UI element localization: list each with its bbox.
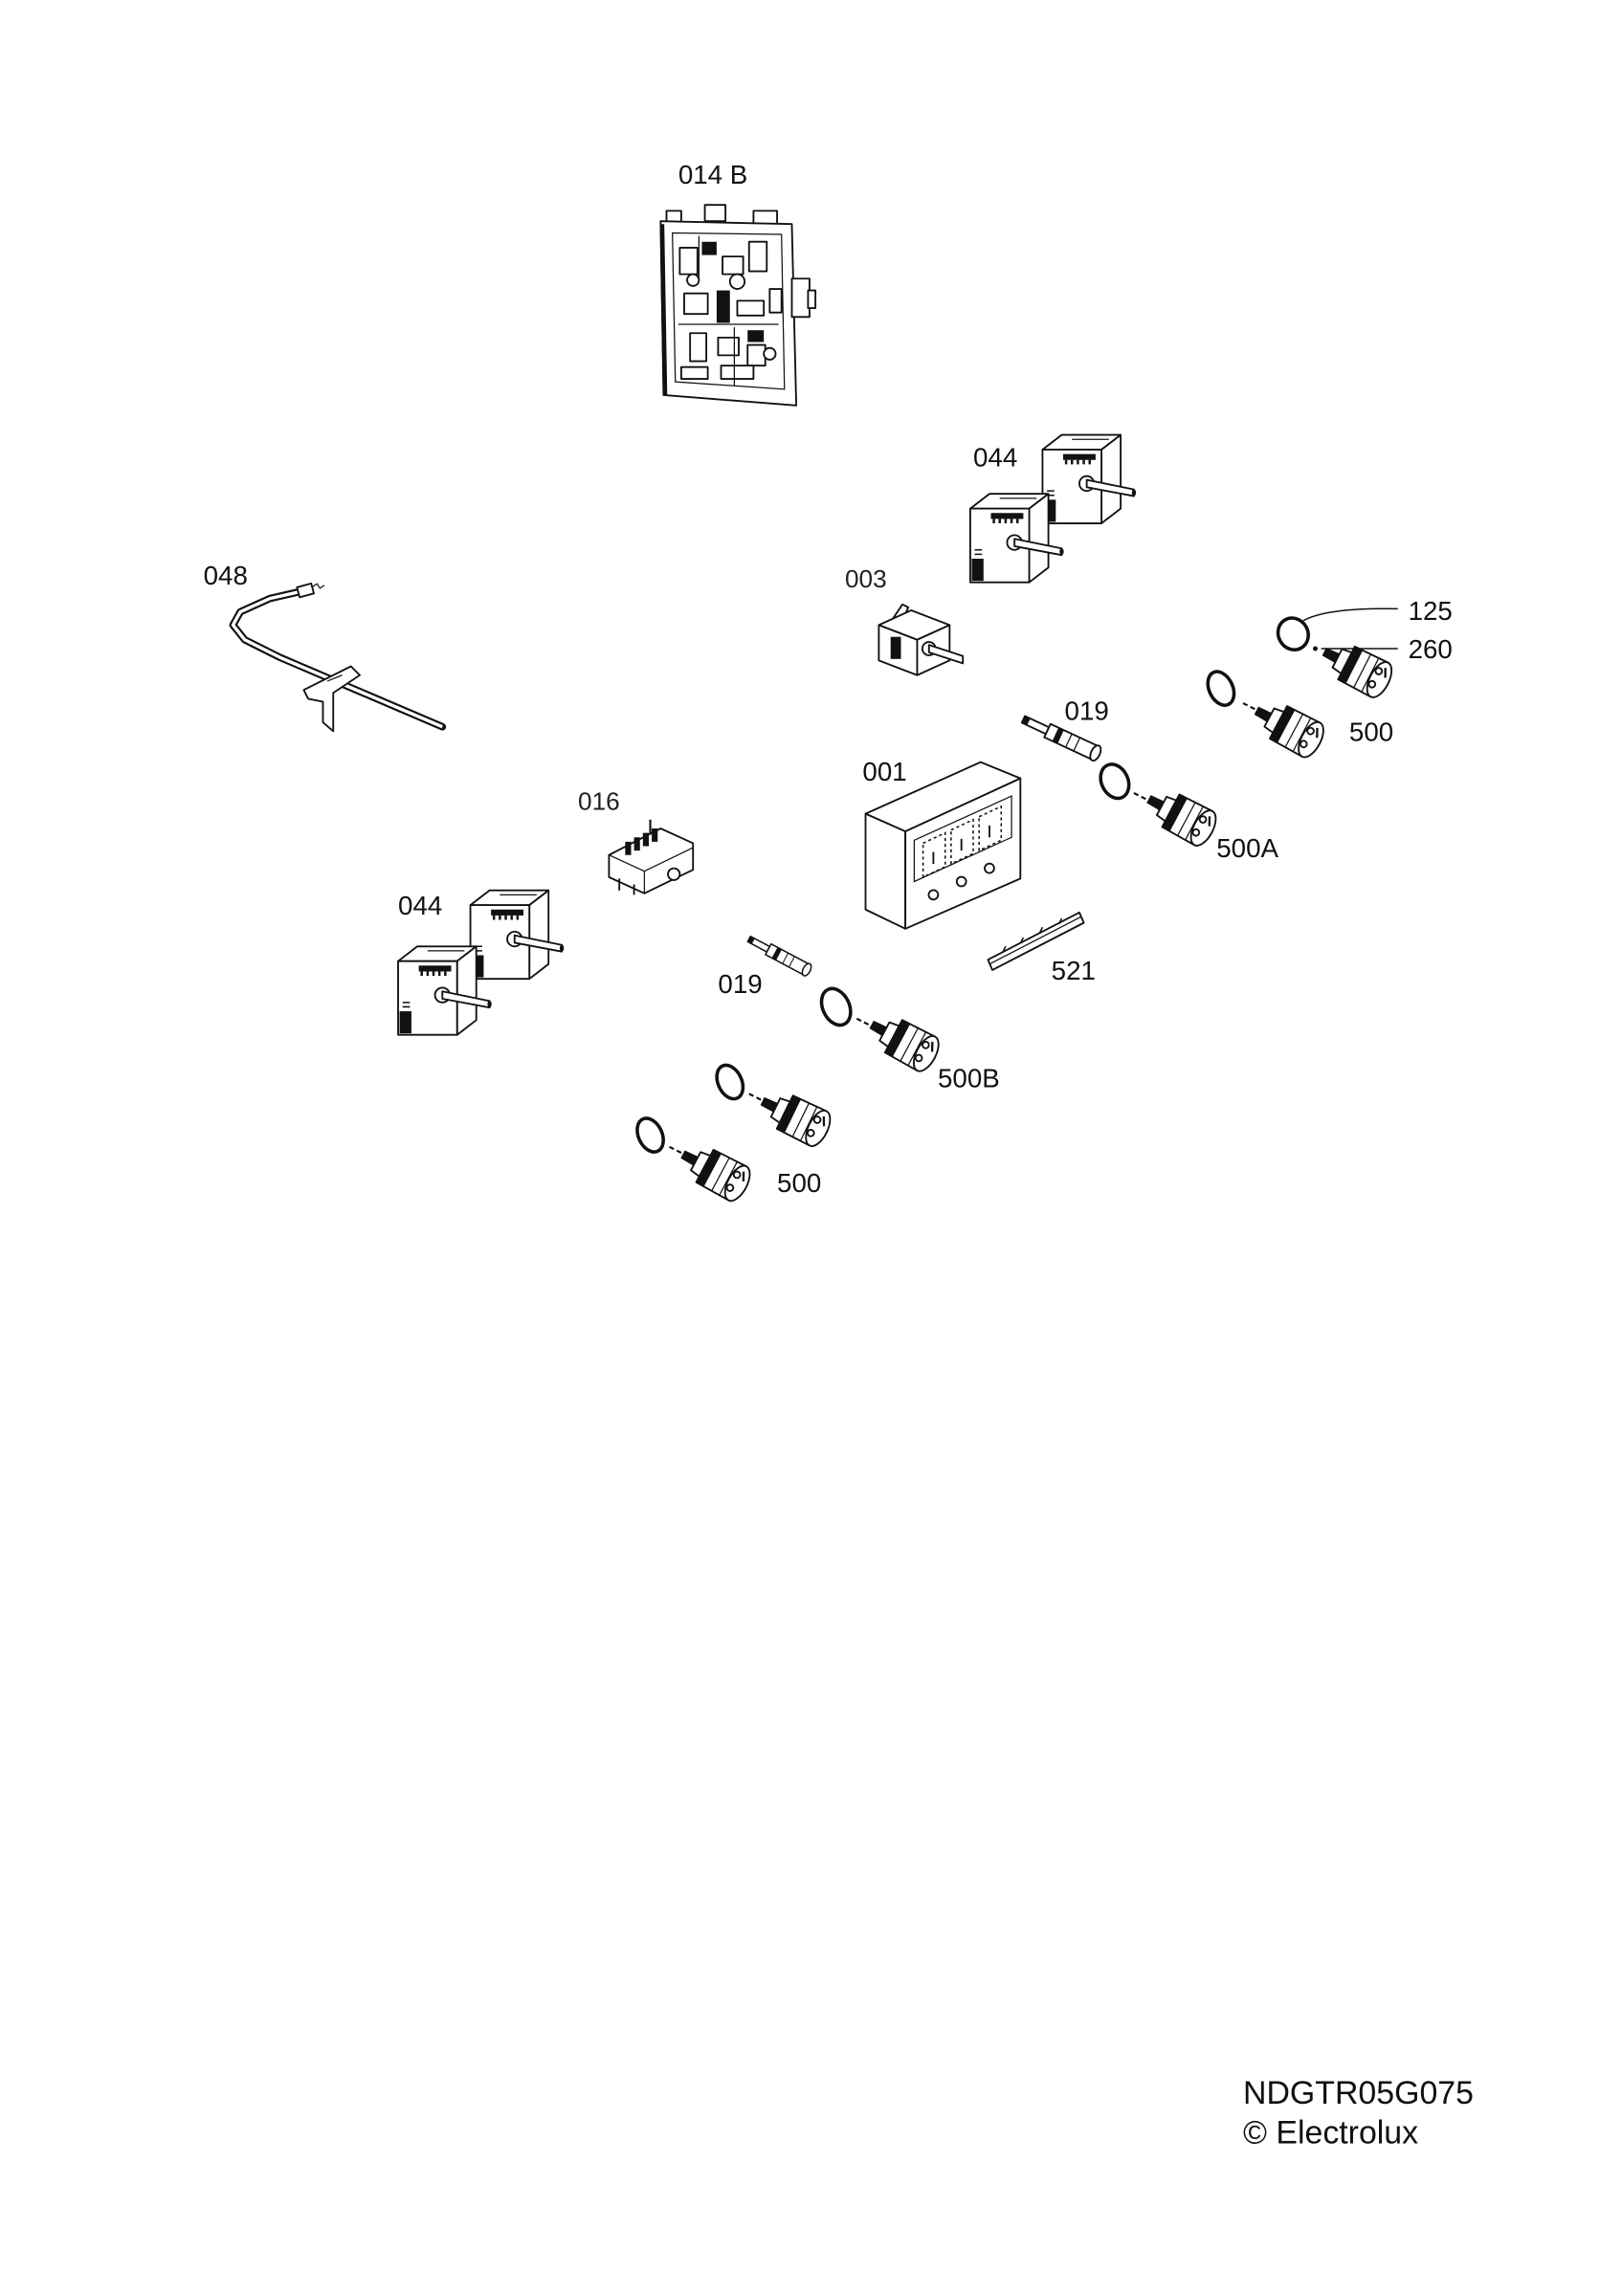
knob-500-upper xyxy=(1246,692,1330,762)
part-003 xyxy=(878,603,965,676)
knob-middle-lower xyxy=(752,1082,836,1151)
label-048: 048 xyxy=(204,561,248,590)
label-019-lower: 019 xyxy=(718,969,762,999)
part-014b xyxy=(659,204,817,407)
ring-middle-lower xyxy=(715,1063,745,1101)
label-125: 125 xyxy=(1409,596,1453,626)
leader-125 xyxy=(1302,607,1398,622)
switch-044-lower-rear xyxy=(469,889,566,981)
knob-500b xyxy=(861,1006,945,1076)
dash-middle-lower xyxy=(748,1093,762,1101)
label-521: 521 xyxy=(1052,956,1096,985)
knob-500-lower xyxy=(672,1136,756,1206)
dash-500-upper xyxy=(1242,702,1255,711)
knob-500a xyxy=(1138,781,1222,851)
part-521 xyxy=(987,911,1085,971)
part-260 xyxy=(1313,646,1318,651)
label-014b: 014 B xyxy=(678,160,747,189)
part-001 xyxy=(864,761,1022,930)
label-500b: 500B xyxy=(938,1063,1000,1093)
dash-500-lower xyxy=(669,1145,682,1154)
label-500a: 500A xyxy=(1216,833,1278,863)
label-500-lower: 500 xyxy=(777,1168,821,1198)
label-260: 260 xyxy=(1409,634,1453,664)
label-500-upper: 500 xyxy=(1349,717,1393,746)
label-001: 001 xyxy=(862,757,906,786)
knob-upper-right xyxy=(1314,633,1398,703)
label-044-upper: 044 xyxy=(973,443,1017,473)
copyright-notice: © Electrolux xyxy=(1243,2114,1418,2151)
switch-044-upper-rear xyxy=(1041,433,1138,525)
part-125-ring xyxy=(1276,616,1310,651)
drawing-code: NDGTR05G075 xyxy=(1243,2075,1474,2111)
label-019-upper: 019 xyxy=(1065,696,1109,726)
part-016 xyxy=(608,819,695,895)
ring-500-upper xyxy=(1206,670,1236,707)
dash-500a xyxy=(1133,792,1146,801)
dash-500b xyxy=(855,1017,870,1026)
ring-500b xyxy=(819,986,853,1027)
part-048 xyxy=(229,582,447,733)
ring-500a xyxy=(1099,762,1131,801)
label-003: 003 xyxy=(845,564,887,593)
label-044-lower: 044 xyxy=(398,891,442,920)
ring-500-lower xyxy=(635,1116,665,1154)
label-016: 016 xyxy=(578,787,620,816)
